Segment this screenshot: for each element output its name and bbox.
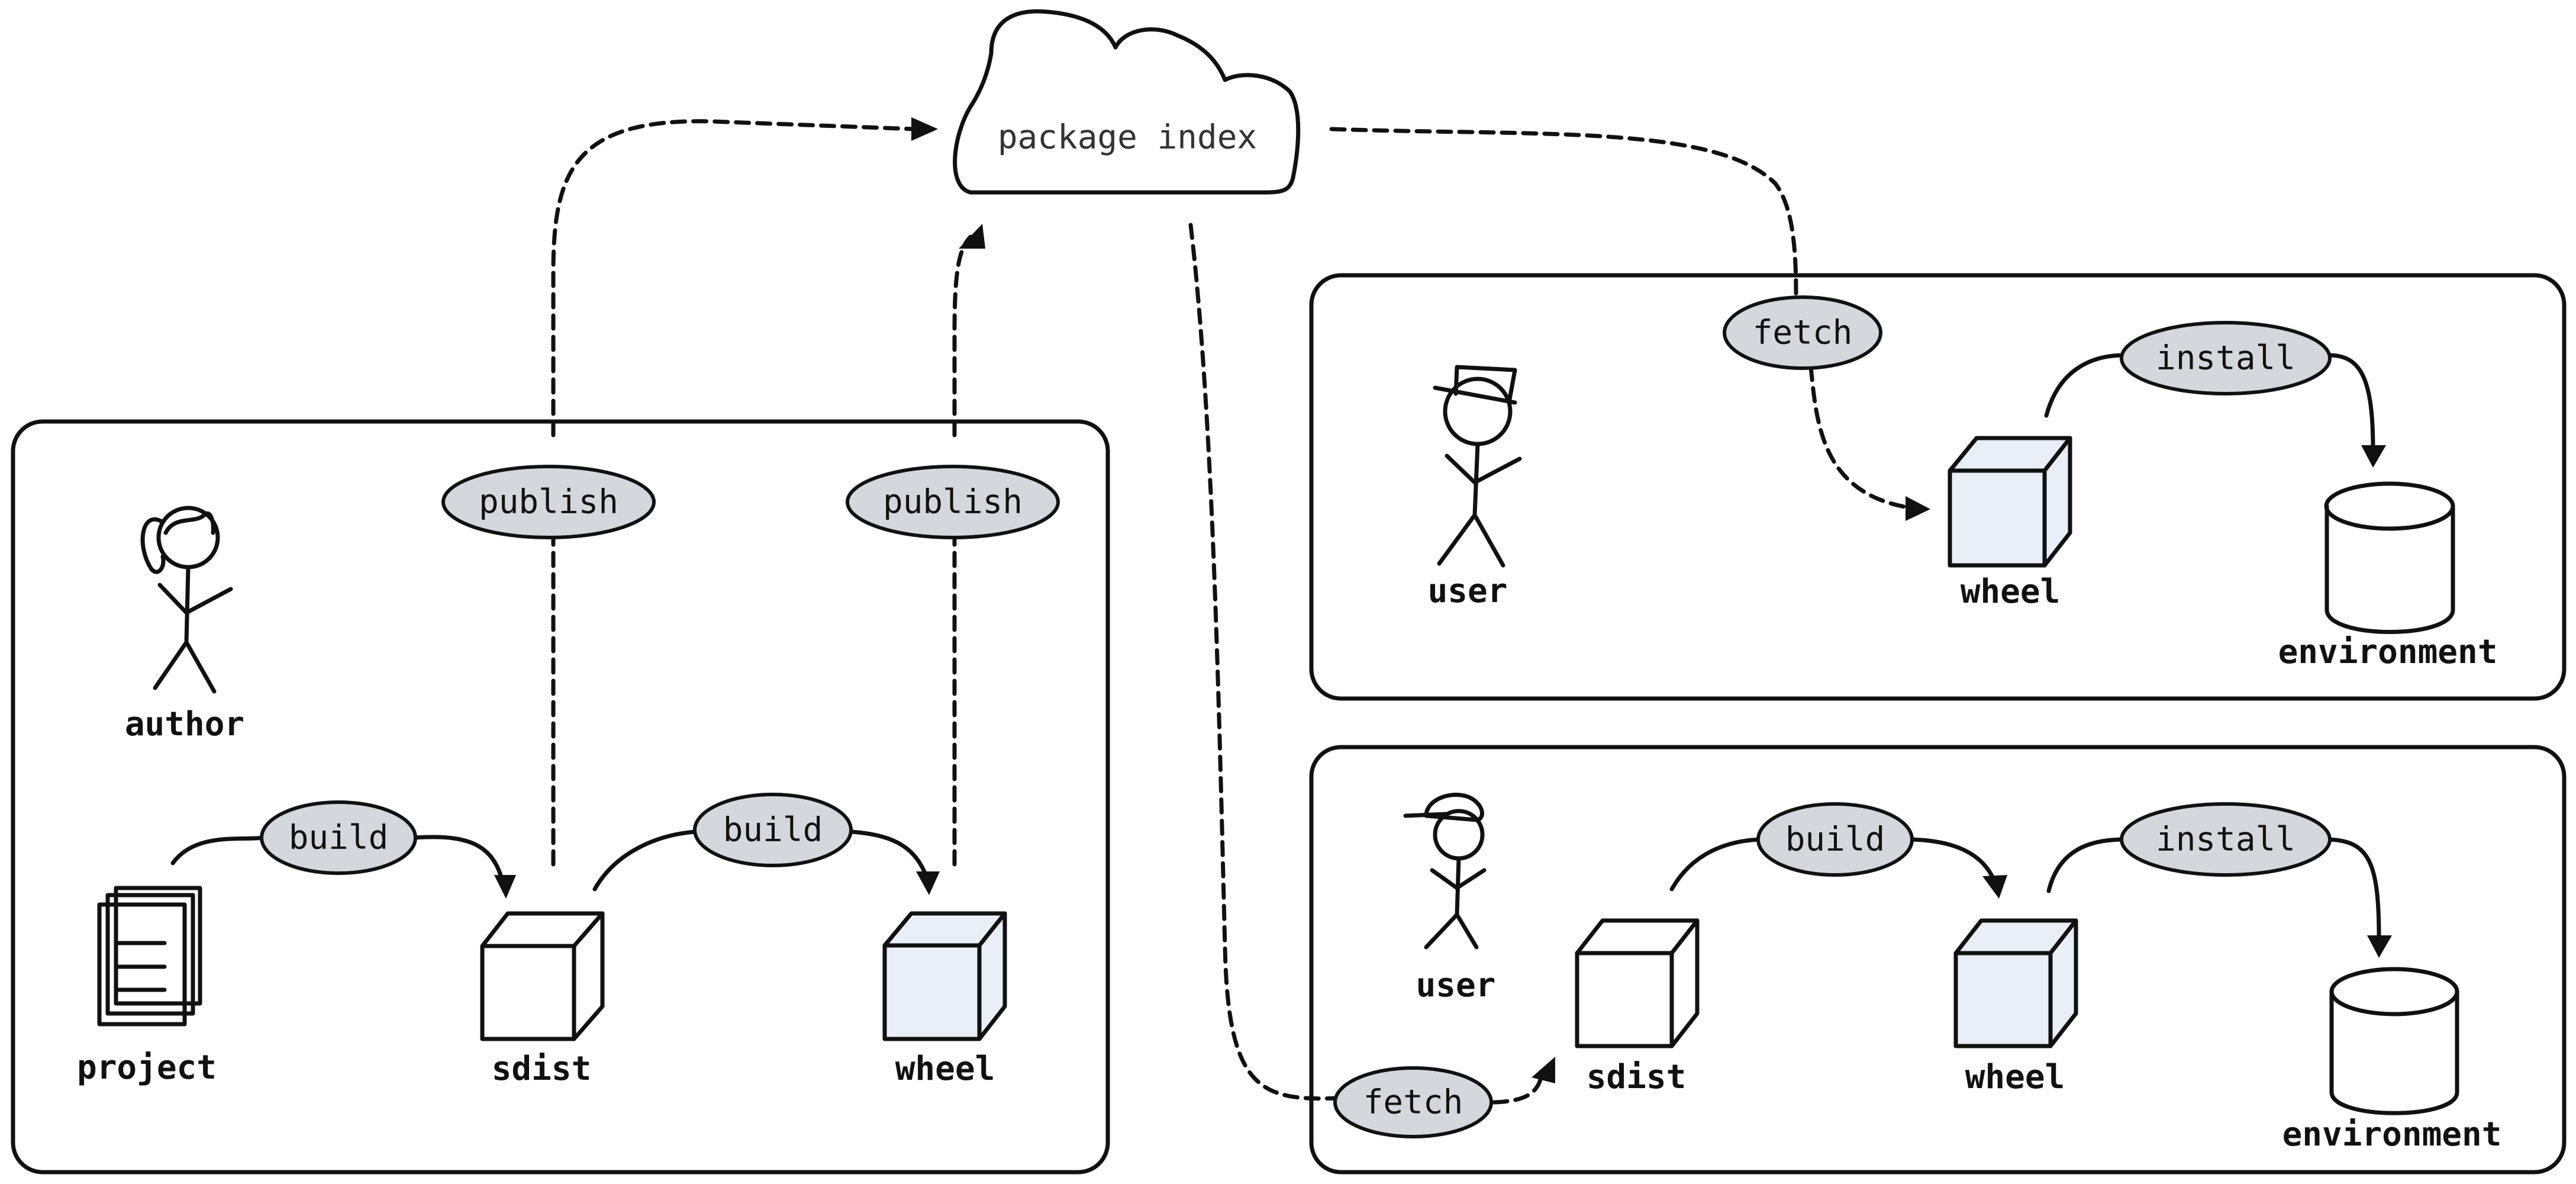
- svg-text:install: install: [2156, 821, 2295, 859]
- fetch-pill-bottom: fetch: [1333, 1066, 1493, 1138]
- publish-pill-left: publish: [441, 465, 656, 539]
- author-label: author: [125, 705, 244, 744]
- arrowhead-icon: [1532, 1057, 1555, 1083]
- sdist-cube-icon: [480, 911, 605, 1041]
- svg-text:build: build: [289, 819, 389, 857]
- user-sdist-panel: [1309, 745, 2567, 1175]
- user-label-bottom: user: [1416, 966, 1496, 1005]
- environment-cylinder-icon: [2324, 481, 2455, 634]
- install-pill-bottom: install: [2120, 802, 2332, 877]
- wheel-label-bottom: wheel: [1965, 1058, 2065, 1096]
- build-edge-bottom: [1669, 837, 1997, 892]
- publish-pill-right: publish: [846, 465, 1060, 539]
- arrowhead-icon: [1906, 496, 1930, 521]
- environment-cylinder-icon: [2329, 967, 2459, 1115]
- build-edge-project-sdist: [170, 835, 504, 881]
- sdist-label: sdist: [492, 1050, 592, 1088]
- project-label: project: [77, 1048, 217, 1087]
- svg-text:publish: publish: [883, 483, 1023, 522]
- user-fedora-figure-icon: [1433, 365, 1522, 568]
- fetch-edge-bottom: [1188, 223, 1544, 1105]
- svg-text:fetch: fetch: [1363, 1083, 1463, 1122]
- user-label-top: user: [1428, 572, 1508, 610]
- svg-text:build: build: [723, 811, 823, 850]
- package-index-cloud: package index: [953, 9, 1301, 195]
- arrowhead-icon: [2361, 445, 2386, 468]
- package-index-label: package index: [998, 118, 1257, 157]
- user-cap-figure-icon: [1403, 793, 1487, 950]
- arrowhead-icon: [916, 871, 940, 895]
- svg-text:build: build: [1785, 821, 1885, 859]
- author-figure-icon: [140, 506, 233, 694]
- svg-text:fetch: fetch: [1753, 314, 1853, 352]
- svg-text:install: install: [2156, 339, 2295, 378]
- install-pill-top: install: [2120, 321, 2332, 395]
- environment-label-bottom: environment: [2282, 1115, 2502, 1154]
- build-pill-bottom: build: [1756, 802, 1914, 877]
- author-panel: [11, 419, 1110, 1175]
- build-pill-right: build: [693, 793, 853, 867]
- sdist-label-bottom: sdist: [1587, 1058, 1687, 1096]
- arrowhead-icon: [1982, 875, 2007, 899]
- build-pill-left: build: [260, 800, 417, 875]
- environment-label-top: environment: [2278, 633, 2498, 671]
- fetch-edge-top: [1329, 127, 1914, 510]
- wheel-cube-icon: [1948, 436, 2072, 568]
- arrowhead-icon: [2367, 935, 2392, 958]
- build-edge-sdist-wheel: [592, 829, 928, 892]
- arrowhead-icon: [494, 875, 516, 899]
- wheel-label: wheel: [895, 1050, 995, 1088]
- fetch-pill-top: fetch: [1723, 295, 1882, 370]
- arrowhead-icon: [959, 224, 985, 249]
- wheel-cube-icon: [882, 911, 1007, 1041]
- install-edge-top: [2044, 353, 2375, 452]
- sdist-cube-icon: [1575, 918, 1700, 1048]
- user-wheel-panel: [1309, 273, 2567, 701]
- svg-text:publish: publish: [479, 483, 618, 522]
- install-edge-bottom: [2046, 837, 2381, 941]
- wheel-label-top: wheel: [1961, 572, 2061, 611]
- project-document-icon: [97, 886, 202, 1027]
- arrowhead-icon: [911, 117, 938, 141]
- publish-edge-wheel: [952, 234, 973, 867]
- wheel-cube-icon: [1953, 918, 2078, 1048]
